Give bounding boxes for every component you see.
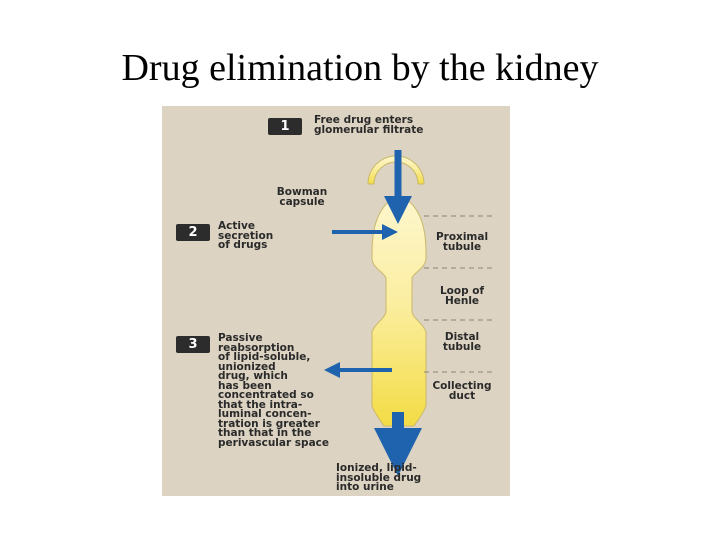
bowman-capsule-label: Bowman capsule (276, 186, 328, 208)
step-2-label: Active secretion of drugs (218, 220, 274, 251)
proximal-tubule-label: Proximal tubule (435, 231, 489, 253)
nephron-illustration (324, 150, 492, 476)
slide-title: Drug elimination by the kidney (121, 47, 599, 89)
step-2-badge: 2 (176, 224, 210, 241)
collecting-duct-label: Collecting duct (432, 380, 492, 402)
distal-tubule-label: Distal tubule (442, 331, 482, 353)
step-3-badge: 3 (176, 336, 210, 353)
nephron-tubule-shape (371, 201, 427, 427)
segment-dividers (424, 215, 492, 373)
bowman-capsule-shape (367, 155, 425, 185)
step-1-label: Free drug enters glomerular filtrate (314, 114, 424, 136)
kidney-elimination-figure: 1 Free drug enters glomerular filtrate B… (162, 106, 510, 496)
step-1-badge: 1 (268, 118, 302, 135)
step-3-label: Passive reabsorption of lipid-soluble, u… (218, 332, 330, 449)
urine-output-label: Ionized, lipid- insoluble drug into urin… (336, 462, 422, 493)
loop-of-henle-label: Loop of Henle (439, 285, 485, 307)
